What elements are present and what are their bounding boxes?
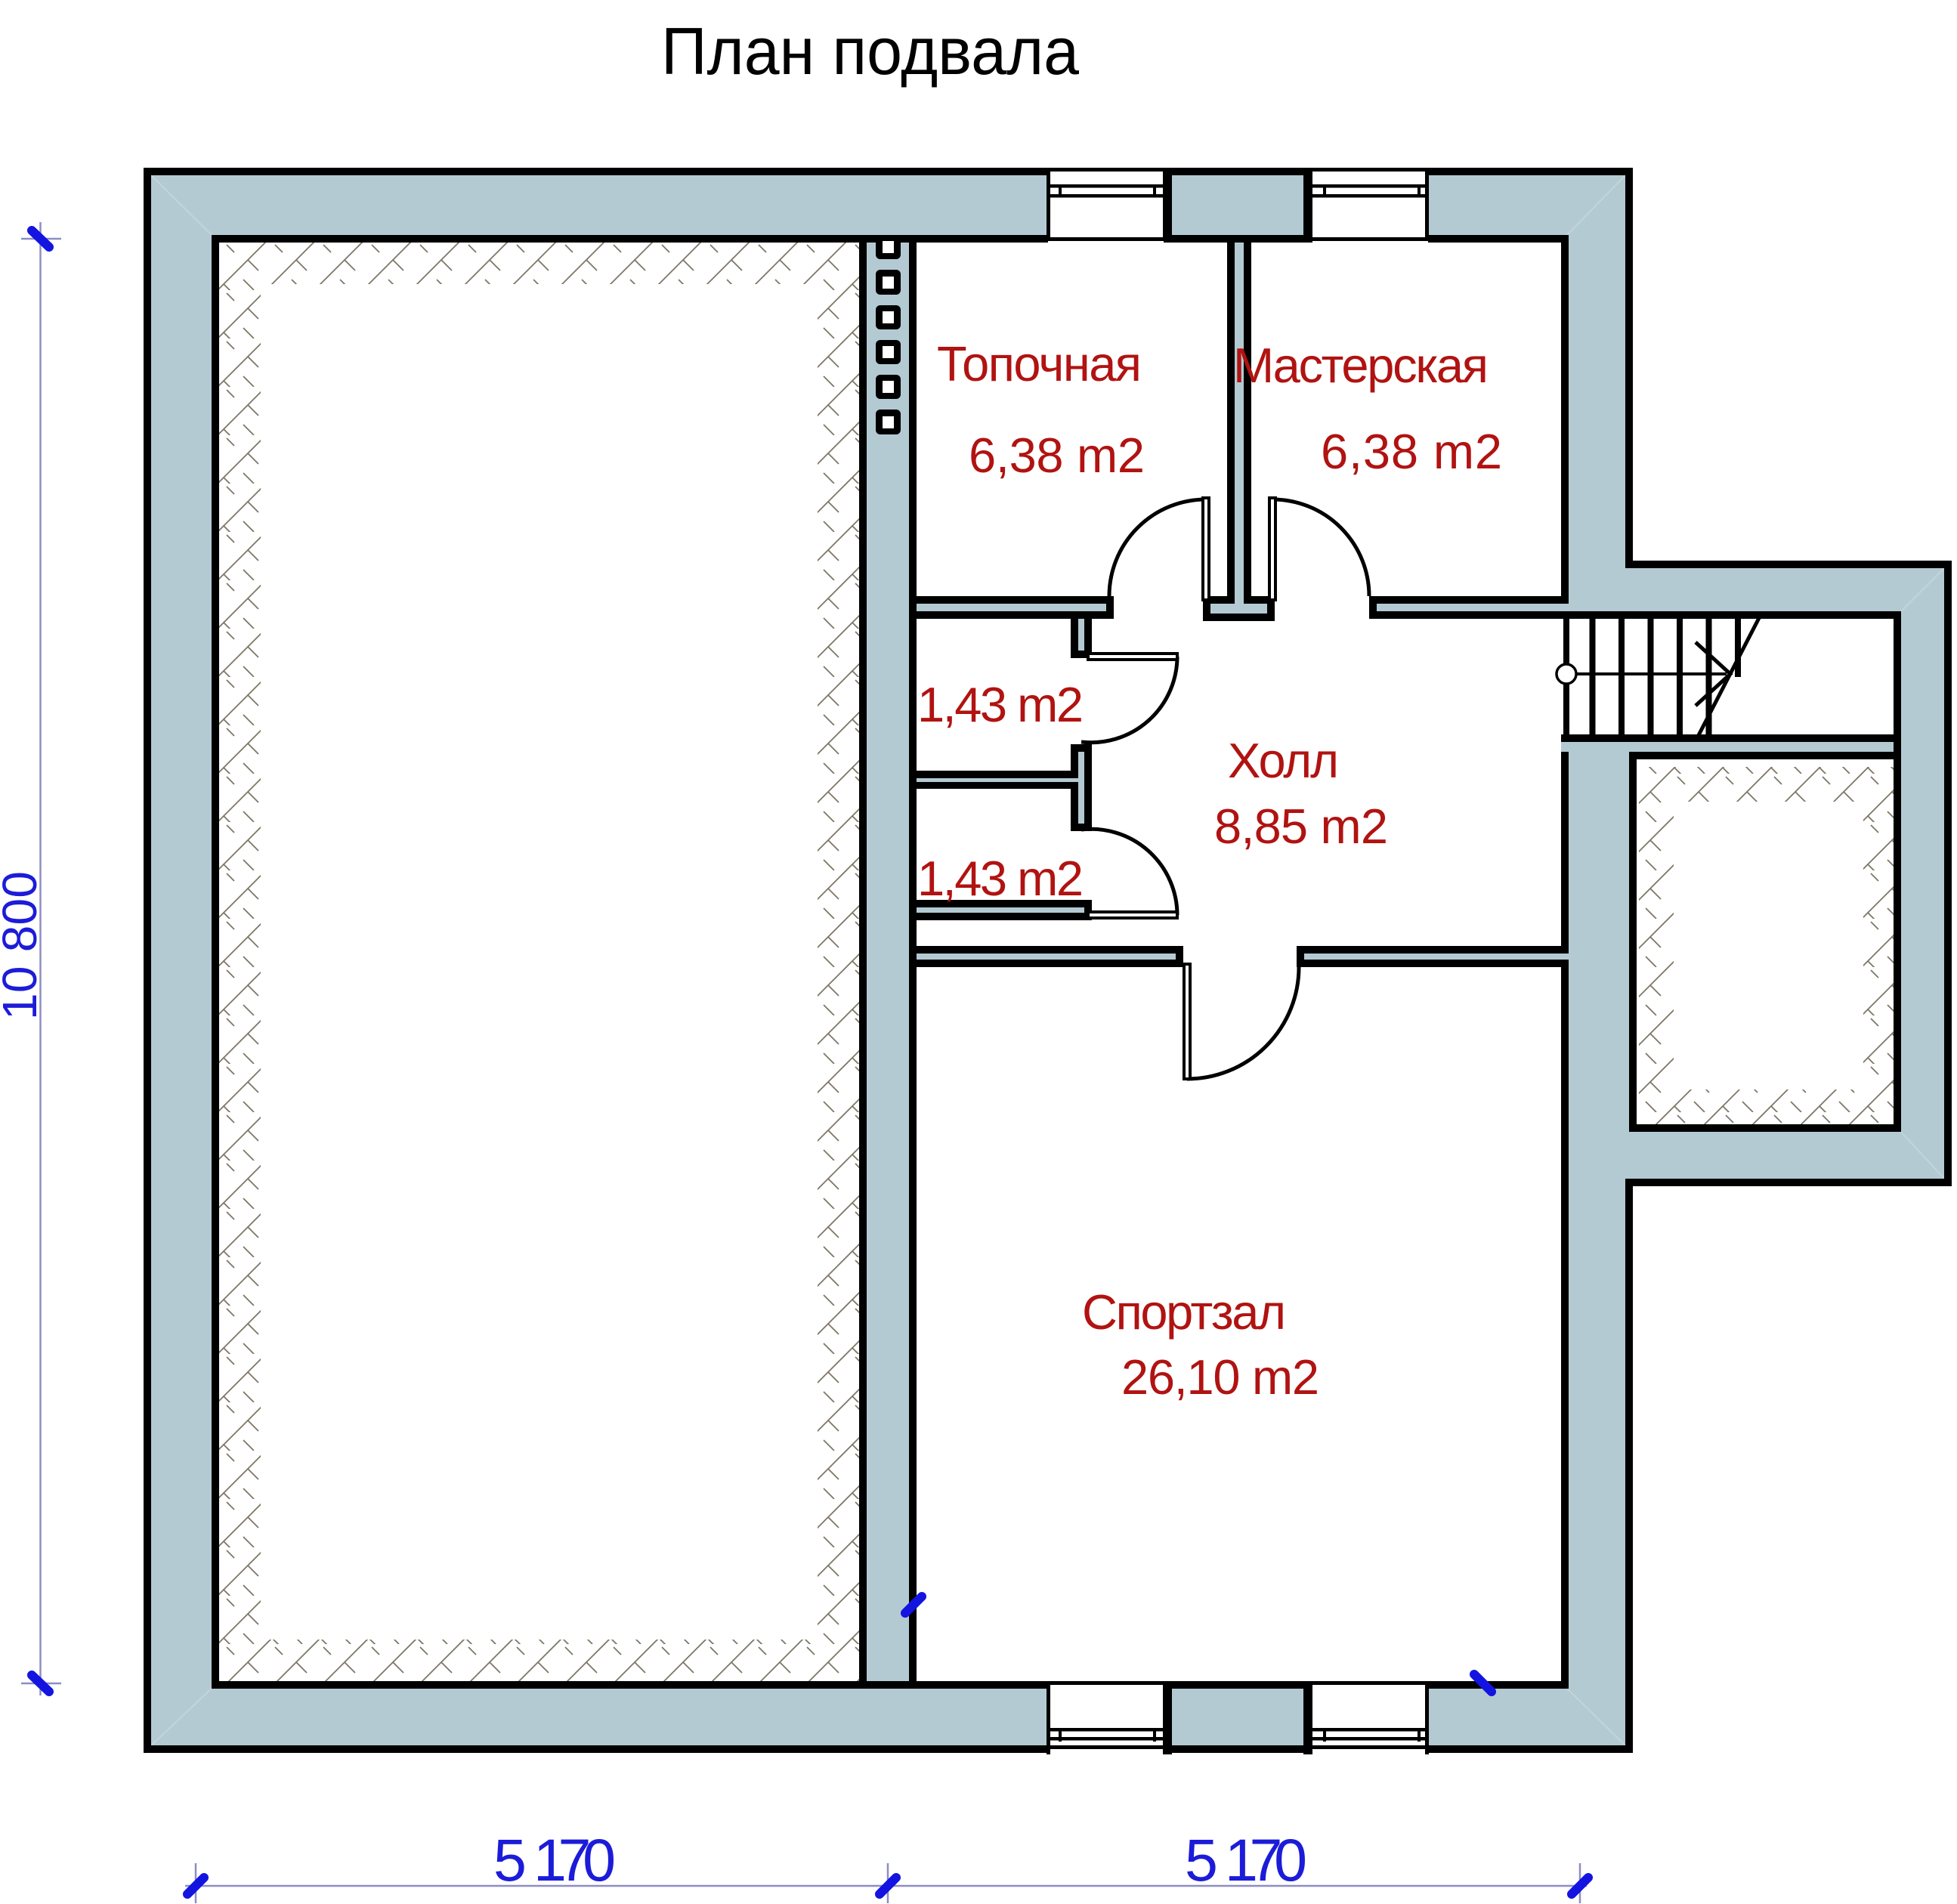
svg-text:8,85 m2: 8,85 m2 [1214, 799, 1388, 854]
svg-text:План подвала: План подвала [661, 14, 1079, 88]
svg-text:170: 170 [533, 1826, 616, 1893]
svg-text:6,38 m2: 6,38 m2 [1321, 424, 1502, 479]
svg-text:170: 170 [1225, 1826, 1307, 1893]
svg-text:Холл: Холл [1228, 733, 1339, 788]
svg-text:5: 5 [493, 1826, 527, 1893]
svg-text:Топочная: Топочная [937, 336, 1142, 391]
svg-text:Спортзал: Спортзал [1082, 1284, 1286, 1340]
svg-text:Мастерская: Мастерская [1233, 338, 1489, 393]
svg-text:1,43 m2: 1,43 m2 [917, 851, 1084, 906]
svg-text:1,43 m2: 1,43 m2 [917, 677, 1084, 732]
svg-text:6,38 m2: 6,38 m2 [969, 428, 1145, 483]
svg-text:26,10 m2: 26,10 m2 [1121, 1349, 1319, 1405]
svg-text:5: 5 [1185, 1826, 1218, 1893]
svg-text:10 800: 10 800 [0, 871, 47, 1020]
